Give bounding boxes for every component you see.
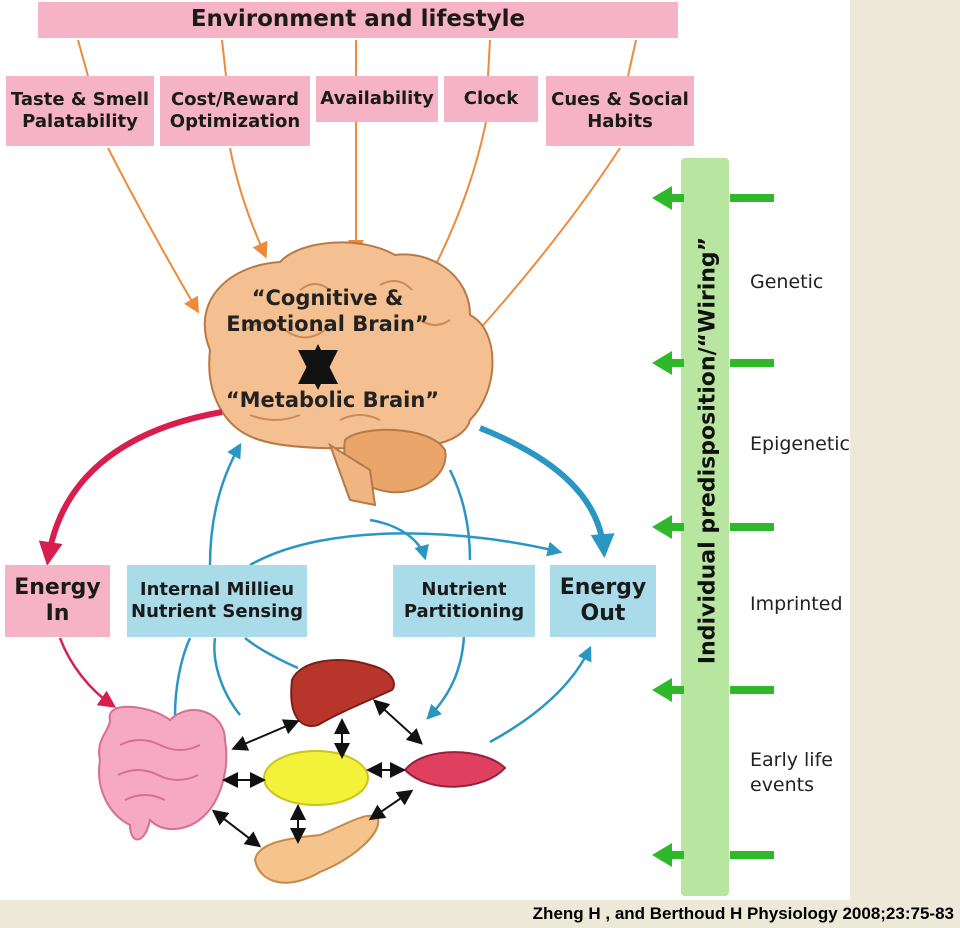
predisposition-label: Individual predisposition/“Wiring” xyxy=(695,236,721,665)
brain-stem xyxy=(328,442,377,507)
arrow-liver-to-milieu xyxy=(244,637,299,670)
nutrient-partitioning-line1: Nutrient xyxy=(421,579,507,601)
early-life-line1: Early life xyxy=(750,749,833,771)
brain-illustration xyxy=(203,241,494,507)
green-arrow-2 xyxy=(652,351,774,375)
factor-clock-label: Clock xyxy=(463,88,519,110)
arrow-fat-to-milieu xyxy=(213,637,241,716)
internal-milieu-line1: Internal Millieu xyxy=(139,579,295,601)
factor-cues-line2: Habits xyxy=(587,111,653,132)
energy-out-box: Energy Out xyxy=(550,565,656,637)
intestine-icon xyxy=(97,705,228,841)
citation: Zheng H , and Berthoud H Physiology 2008… xyxy=(532,904,954,923)
cognitive-brain-label: “Cognitive & Emotional Brain” xyxy=(205,285,450,338)
pancreas-icon xyxy=(253,814,380,884)
green-arrow-3 xyxy=(652,515,774,539)
factor-cost-line1: Cost/Reward xyxy=(170,89,300,111)
factor-taste-line2: Palatability xyxy=(22,111,138,132)
blue-arrows xyxy=(173,442,592,744)
orange-arrows xyxy=(77,39,637,343)
liver-icon xyxy=(290,659,395,727)
green-arrow-1 xyxy=(652,186,774,210)
organs xyxy=(97,659,507,884)
green-arrow-4 xyxy=(652,678,774,702)
arrow-brain-to-energy-in xyxy=(38,409,223,566)
arrow-env-to-clock xyxy=(487,39,491,77)
arrow-brain-to-partitioning xyxy=(448,469,472,561)
factor-availability: Availability xyxy=(316,76,438,122)
arrow-gut-to-milieu xyxy=(173,637,192,716)
genetic-label: Genetic xyxy=(750,271,824,293)
arrow-taste-to-brain xyxy=(107,147,200,314)
early-life-line2: events xyxy=(750,773,815,796)
factor-taste-smell: Taste & Smell Palatability xyxy=(6,76,154,146)
brain-cerebrum xyxy=(203,241,494,450)
cognitive-line2: Emotional Brain” xyxy=(226,312,429,337)
energy-in-line2: In xyxy=(45,601,70,626)
factor-cues-social: Cues & Social Habits xyxy=(546,76,694,146)
arrow-cues-to-brain xyxy=(467,147,621,343)
energy-in-line1: Energy xyxy=(14,574,101,600)
arrow-brain-curve xyxy=(369,518,429,561)
factor-cost-reward: Cost/Reward Optimization xyxy=(160,76,310,146)
early-life-label: Early life events xyxy=(750,748,833,797)
arrow-milieu-to-energy-out xyxy=(249,532,563,567)
arrow-milieu-to-brain xyxy=(208,442,242,566)
energy-out-line1: Energy xyxy=(559,574,647,600)
arrow-clock-to-brain xyxy=(426,121,487,284)
organ-links xyxy=(211,699,423,848)
predisposition-bar xyxy=(681,158,729,896)
green-arrow-5 xyxy=(652,843,774,867)
factor-cues-line1: Cues & Social xyxy=(551,89,689,111)
factor-taste-line1: Taste & Smell xyxy=(10,89,150,111)
internal-milieu-line2: Nutrient Sensing xyxy=(131,601,303,622)
imprinted-label: Imprinted xyxy=(750,593,843,615)
link-muscle-pancreas xyxy=(368,789,414,821)
arrow-muscle-to-energy-out xyxy=(489,645,592,744)
muscle-icon xyxy=(403,751,507,788)
factor-availability-label: Availability xyxy=(320,88,434,110)
metabolic-brain-label: “Metabolic Brain” xyxy=(225,388,440,412)
arrow-partitioning-to-muscle xyxy=(426,635,466,720)
arrow-env-to-cost xyxy=(221,39,227,77)
environment-title: Environment and lifestyle xyxy=(38,2,678,38)
arrow-brain-to-energy-out xyxy=(478,425,615,558)
arrow-energy-in-to-gut xyxy=(58,637,117,708)
cognitive-line1: “Cognitive & xyxy=(251,286,404,310)
factor-cost-line2: Optimization xyxy=(169,111,301,132)
link-gut-liver xyxy=(231,719,300,751)
nutrient-partitioning-box: Nutrient Partitioning xyxy=(393,565,535,637)
nutrient-partitioning-line2: Partitioning xyxy=(403,601,525,622)
arrow-env-to-cues xyxy=(627,39,637,77)
energy-out-line2: Out xyxy=(580,601,626,626)
arrow-env-to-taste xyxy=(77,39,89,77)
arrow-cost-to-brain xyxy=(229,147,268,259)
link-liver-muscle xyxy=(373,699,423,745)
green-arrows xyxy=(652,186,774,867)
internal-milieu-box: Internal Millieu Nutrient Sensing xyxy=(127,565,307,637)
epigenetic-label: Epigenetic xyxy=(750,433,851,455)
fat-tissue-icon xyxy=(263,750,369,806)
link-gut-pancreas xyxy=(211,809,262,848)
factor-clock: Clock xyxy=(444,76,538,122)
energy-in-box: Energy In xyxy=(5,565,110,637)
